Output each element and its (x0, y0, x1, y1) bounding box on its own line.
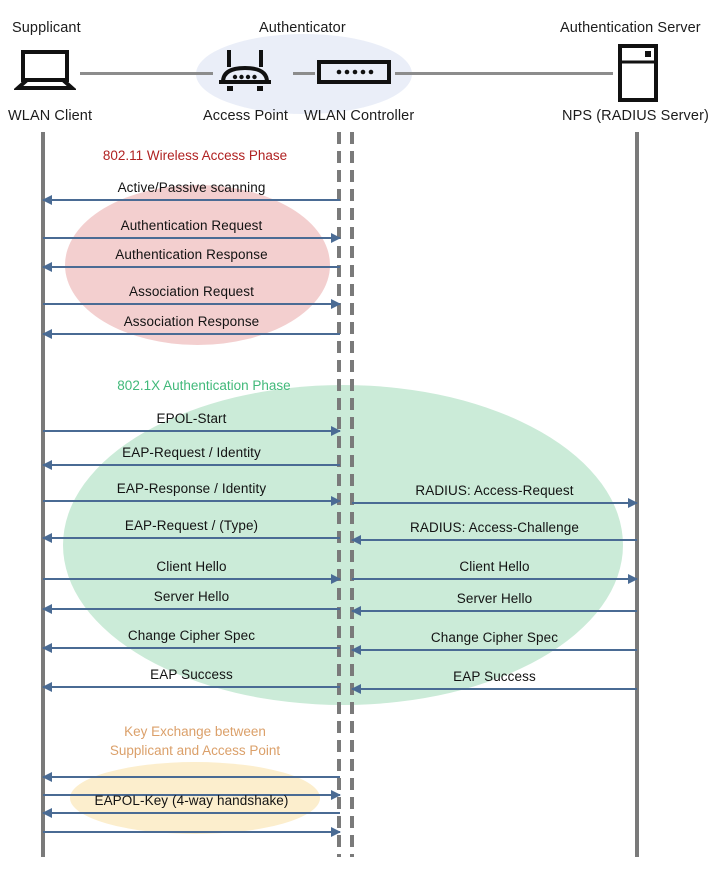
message-label: Authentication Response (115, 247, 268, 262)
message-label: EAPOL-Key (4-way handshake) (94, 793, 289, 808)
role-title-authentication-server: Authentication Server (560, 20, 701, 36)
node-caption-access-point: Access Point (203, 108, 289, 124)
lifeline-access-point (337, 132, 341, 857)
phase-title-80211: 802.11 Wireless Access Phase (102, 148, 288, 163)
lifeline-nps-radius-server (635, 132, 639, 857)
message-label: EPOL-Start (156, 411, 227, 426)
message-label: Active/Passive scanning (117, 180, 266, 195)
message-label: EAP Success (150, 667, 233, 682)
message-label: Server Hello (153, 589, 230, 604)
node-caption-wlan-client: WLAN Client (8, 108, 93, 124)
phase-8021x-ellipse (63, 385, 623, 705)
node-caption-nps-radius-server: NPS (RADIUS Server) (562, 108, 709, 124)
message-label: EAP-Request / (Type) (124, 518, 259, 533)
message-label: EAP-Response / Identity (116, 481, 267, 496)
role-title-authenticator: Authenticator (259, 20, 346, 36)
laptop-icon (14, 50, 76, 92)
phase-title-keyexchange-line1: Key Exchange between (124, 724, 266, 739)
connector-ap-controller (293, 72, 315, 75)
lifeline-wlan-client (41, 132, 45, 857)
lifeline-wlan-controller (350, 132, 354, 857)
message-label: Association Request (129, 284, 254, 299)
message-label: Change Cipher Spec (127, 628, 256, 643)
server-tower-icon (618, 44, 658, 102)
message-label: Server Hello (456, 591, 533, 606)
message-label: Client Hello (156, 559, 227, 574)
message-label: RADIUS: Access-Challenge (410, 520, 579, 535)
wireless-access-point-icon (215, 48, 275, 92)
phase-80211-ellipse (65, 185, 330, 345)
message-label: EAP-Request / Identity (122, 445, 261, 460)
node-caption-wlan-controller: WLAN Controller (304, 108, 415, 124)
message-label: Association Response (123, 314, 260, 329)
message-label: Change Cipher Spec (430, 630, 559, 645)
connector-client-ap (80, 72, 213, 75)
phase-title-keyexchange-line2: Supplicant and Access Point (109, 743, 281, 758)
network-controller-icon (317, 60, 391, 84)
message-label: EAP Success (453, 669, 536, 684)
phase-title-8021x: 802.1X Authentication Phase (117, 378, 291, 393)
role-title-supplicant: Supplicant (12, 20, 81, 36)
message-label: RADIUS: Access-Request (415, 483, 574, 498)
message-label: Client Hello (459, 559, 530, 574)
connector-controller-server (395, 72, 613, 75)
phase-keyexchange-ellipse (70, 762, 320, 834)
message-label: Authentication Request (120, 218, 263, 233)
